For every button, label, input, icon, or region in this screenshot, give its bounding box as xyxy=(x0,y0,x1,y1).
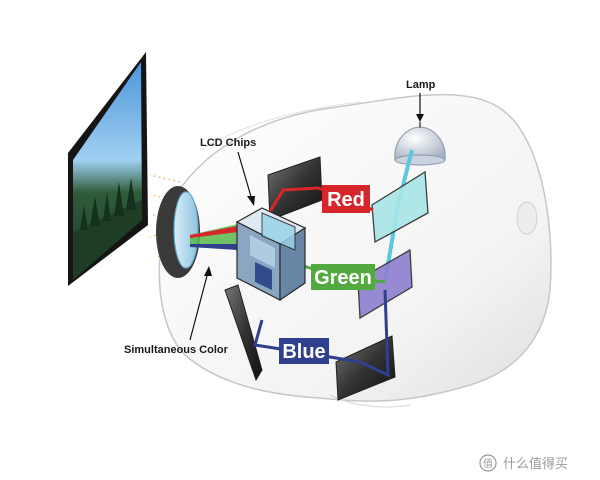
value-badge-icon xyxy=(479,454,497,472)
green-badge: Green xyxy=(311,264,375,290)
blue-badge: Blue xyxy=(279,338,329,364)
svg-text:值: 值 xyxy=(483,457,493,470)
lens-assembly xyxy=(156,186,200,278)
mirror-blue-right xyxy=(335,335,396,401)
lcd-chips-arrowhead xyxy=(247,196,255,206)
watermark-text: 什么值得买 xyxy=(503,456,568,472)
blue-light-path xyxy=(253,289,390,378)
red-badge: Red xyxy=(322,185,370,213)
light-rays xyxy=(149,174,181,259)
dichroic-mirror-green xyxy=(357,248,413,320)
watermark: 值 什么值得买 xyxy=(479,454,568,472)
lcd-chips-pointer xyxy=(237,151,253,201)
projector-body xyxy=(158,93,552,408)
lamp-arrowhead xyxy=(416,114,424,122)
red-label: Red xyxy=(327,189,365,211)
lcd-chip-cube xyxy=(235,207,307,302)
green-label: Green xyxy=(314,267,372,289)
mirror-blue-left xyxy=(224,284,263,382)
combined-beam xyxy=(190,224,238,250)
blue-label: Blue xyxy=(282,341,325,363)
simultaneous-color-label: Simultaneous Color xyxy=(124,344,229,356)
dichroic-mirror-red xyxy=(371,170,429,244)
simultaneous-color-arrowhead xyxy=(204,266,212,276)
simultaneous-color-pointer xyxy=(189,271,209,341)
lamp-label: Lamp xyxy=(406,79,436,91)
projection-screen xyxy=(68,52,148,286)
lcd-chips-label: LCD Chips xyxy=(200,137,256,149)
